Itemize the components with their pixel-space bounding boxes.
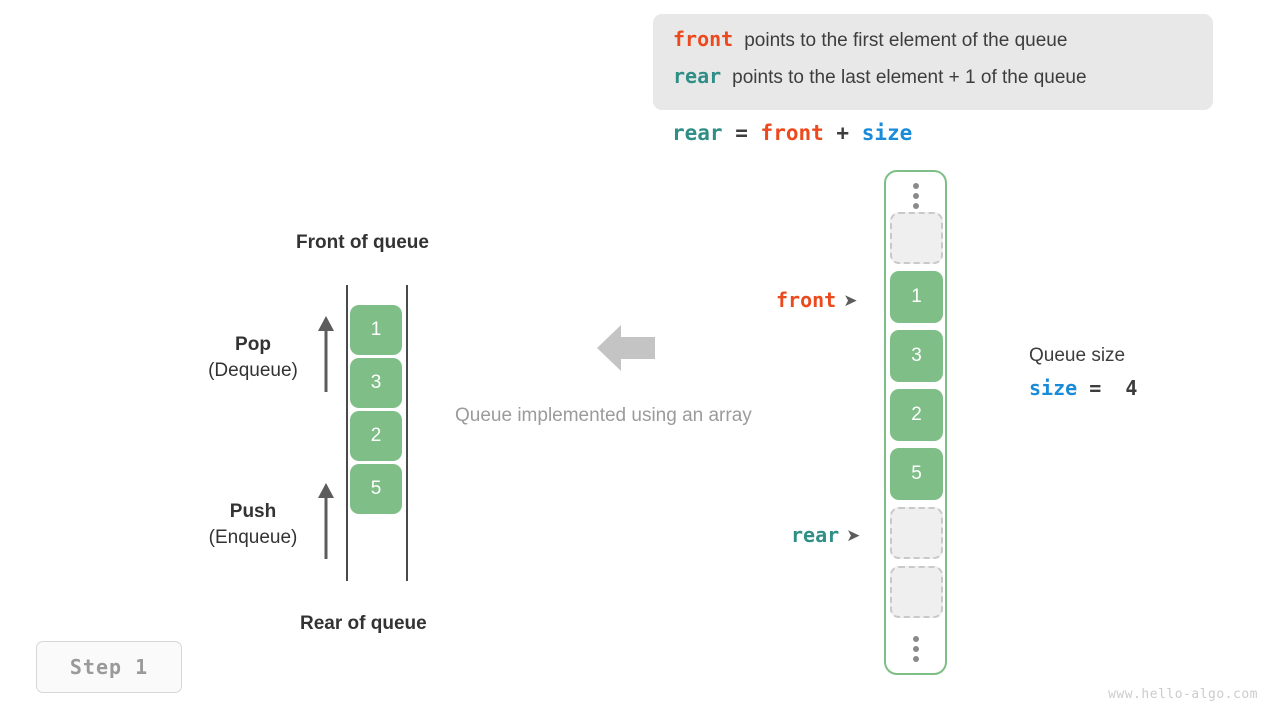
queue-cell: 5	[350, 464, 402, 514]
step-badge: Step 1	[36, 641, 182, 693]
keyword-front: front	[673, 27, 734, 51]
vertical-ellipsis-icon	[912, 636, 919, 662]
pop-operation-label: Pop (Dequeue)	[178, 334, 328, 382]
info-box: front points to the first element of the…	[653, 14, 1213, 110]
pop-arrow-up-icon	[318, 316, 334, 392]
array-slot: 2	[890, 389, 943, 441]
formula-rhs-size: size	[861, 121, 913, 145]
pointer-rear: rear ➤	[791, 523, 860, 547]
array-slot: 1	[890, 271, 943, 323]
formula-lhs: rear	[672, 121, 723, 145]
array-slot: 3	[890, 330, 943, 382]
keyword-rear: rear	[673, 64, 722, 88]
queue-cell: 2	[350, 411, 402, 461]
info-line-front: front points to the first element of the…	[673, 27, 1193, 64]
size-variable: size	[1029, 376, 1078, 400]
pointer-rear-label: rear	[791, 523, 840, 547]
pop-title: Pop	[235, 334, 271, 355]
vertical-ellipsis-icon	[912, 183, 919, 209]
pop-subtitle: (Dequeue)	[208, 360, 298, 381]
info-line-rear: rear points to the last element + 1 of t…	[673, 64, 1193, 101]
watermark: www.hello-algo.com	[1108, 687, 1258, 702]
center-caption: Queue implemented using an array	[455, 405, 752, 426]
array-container: 1 3 2 5	[884, 170, 947, 675]
array-slot	[890, 212, 943, 264]
queue-size-readout: Queue size size = 4	[1029, 345, 1137, 400]
formula-rhs-front: front	[760, 121, 824, 145]
pointer-front: front ➤	[776, 288, 857, 312]
queue-size-expression: size = 4	[1029, 376, 1137, 400]
queue-cell: 3	[350, 358, 402, 408]
info-text-front: points to the first element of the queue	[744, 30, 1068, 51]
queue-rail-left	[346, 285, 348, 581]
front-of-queue-label: Front of queue	[296, 232, 429, 253]
formula-equals: =	[735, 121, 748, 145]
push-subtitle: (Enqueue)	[208, 527, 298, 548]
array-slot: 5	[890, 448, 943, 500]
size-value: 4	[1125, 376, 1138, 400]
size-equals: =	[1089, 376, 1102, 400]
push-arrow-up-icon	[318, 483, 334, 559]
queue-size-title: Queue size	[1029, 345, 1126, 366]
array-slot	[890, 507, 943, 559]
push-operation-label: Push (Enqueue)	[178, 501, 328, 549]
left-arrow-icon	[597, 325, 655, 371]
array-slot	[890, 566, 943, 618]
pointer-arrow-icon: ➤	[843, 290, 858, 310]
formula-plus: +	[836, 121, 850, 145]
pointer-front-label: front	[776, 288, 837, 312]
formula-rear-equals-front-plus-size: rear = front + size	[672, 121, 912, 145]
info-text-rear: points to the last element + 1 of the qu…	[732, 67, 1087, 88]
push-title: Push	[229, 501, 277, 522]
queue-cell: 1	[350, 305, 402, 355]
pointer-arrow-icon: ➤	[846, 525, 861, 545]
rear-of-queue-label: Rear of queue	[300, 613, 427, 634]
queue-rail-right	[406, 285, 408, 581]
